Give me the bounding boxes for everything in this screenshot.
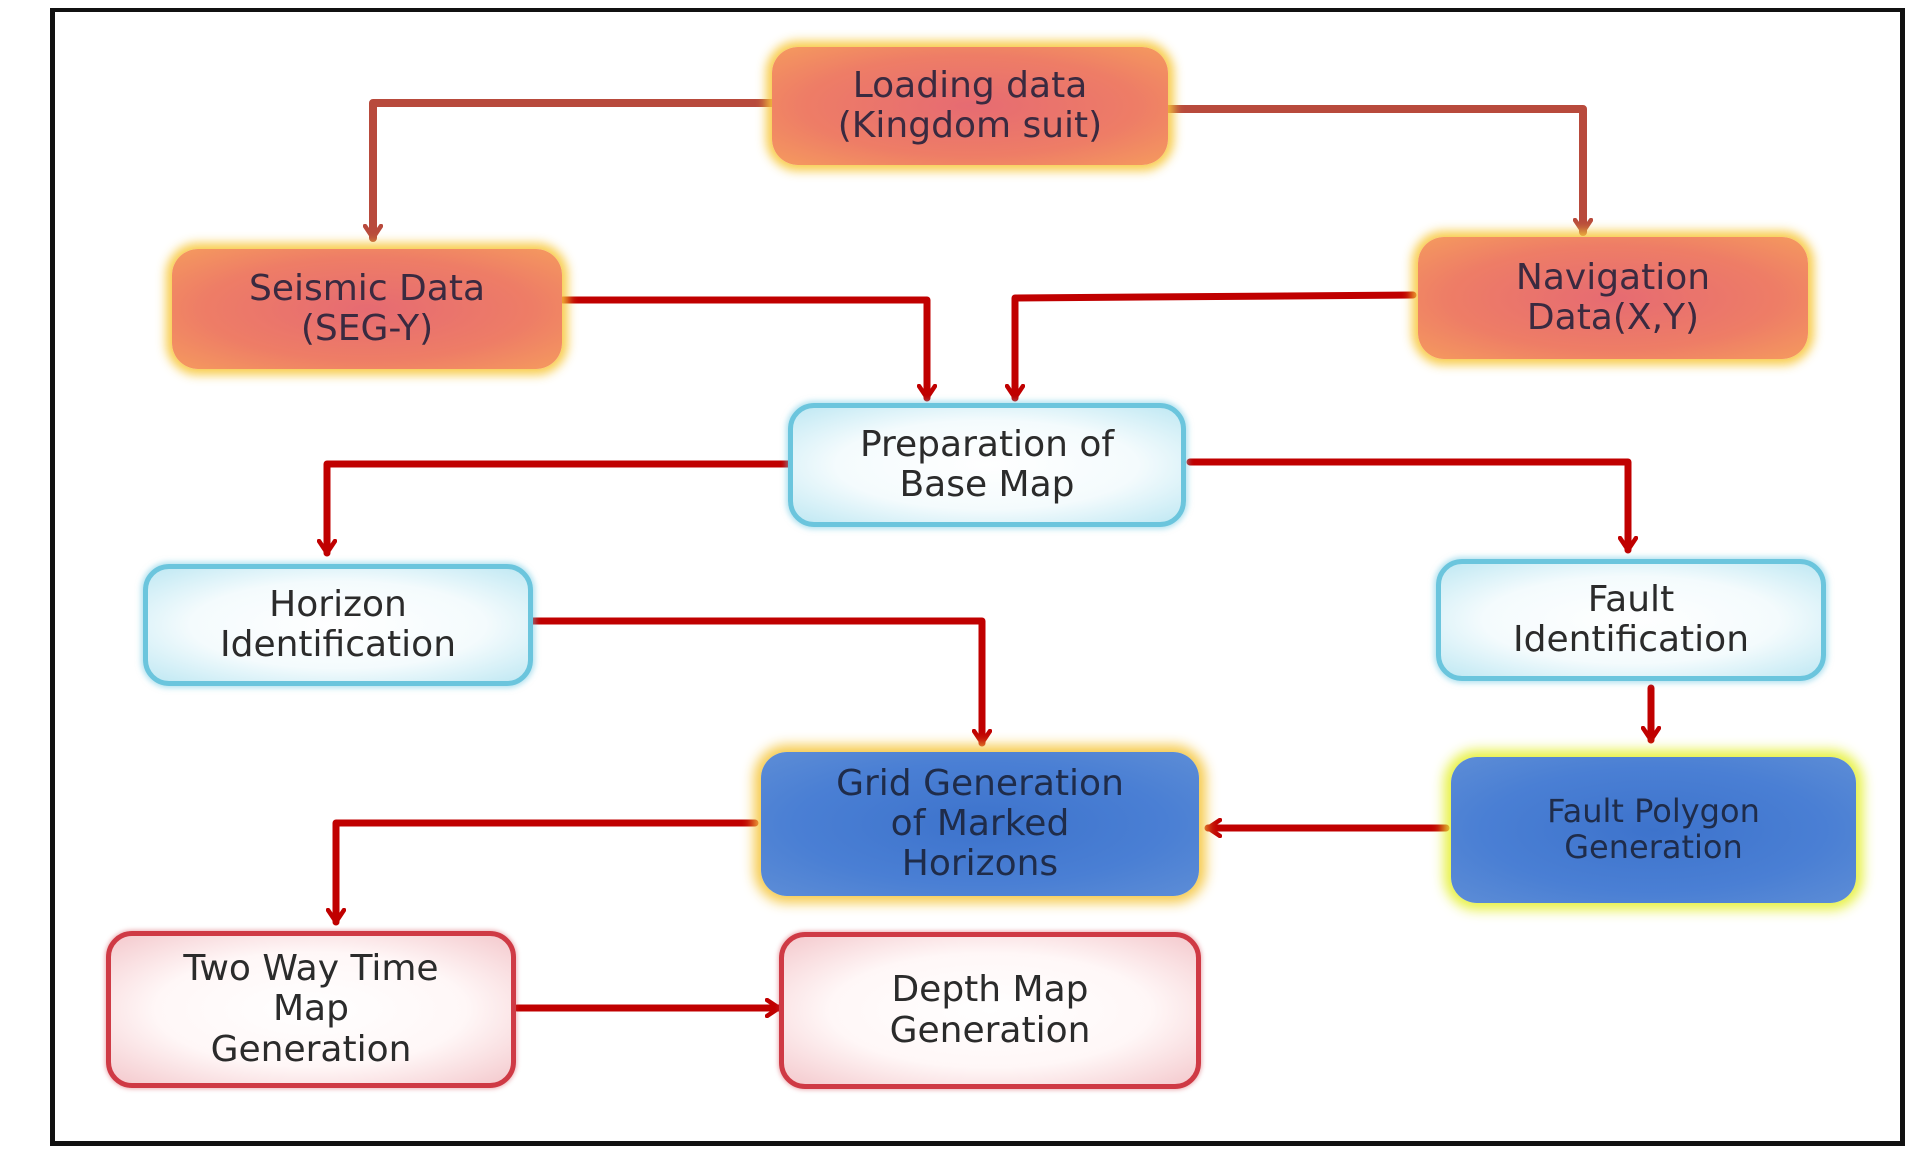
node-navigation-data-label: Navigation Data(X,Y)	[1515, 256, 1711, 338]
node-fault-polygon-generation: Fault Polygon Generation	[1451, 757, 1856, 903]
node-grid-generation-label: Grid Generation of Marked Horizons	[836, 762, 1124, 885]
node-navigation-data: Navigation Data(X,Y)	[1418, 237, 1808, 359]
node-horizon-identification: Horizon Identification	[143, 564, 533, 686]
node-fault-identification: Fault Identification	[1436, 559, 1826, 681]
node-depth-map: Depth Map Generation	[779, 932, 1201, 1089]
node-horizon-identification-label: Horizon Identification	[219, 583, 457, 665]
arrow-loading-to-seismic	[373, 99, 776, 242]
arrow-grid-to-twt	[336, 819, 759, 926]
node-seismic-data: Seismic Data (SEG-Y)	[172, 249, 562, 369]
arrow-loading-to-navigation	[1164, 105, 1583, 236]
node-loading-data-label: Loading data (Kingdom suit)	[837, 64, 1103, 146]
arrow-basemap-to-horizon	[327, 460, 792, 557]
arrow-navigation-to-basemap	[1015, 291, 1417, 402]
node-depth-map-label: Depth Map Generation	[889, 969, 1091, 1051]
node-loading-data: Loading data (Kingdom suit)	[772, 47, 1168, 165]
node-grid-generation: Grid Generation of Marked Horizons	[761, 752, 1199, 896]
arrow-seismic-to-basemap	[559, 296, 927, 402]
node-fault-polygon-generation-label: Fault Polygon Generation	[1547, 792, 1760, 866]
arrow-basemap-to-fault	[1186, 458, 1628, 554]
node-fault-identification-label: Fault Identification	[1512, 578, 1750, 660]
node-two-way-time-map: Two Way Time Map Generation	[106, 931, 516, 1088]
node-seismic-data-label: Seismic Data (SEG-Y)	[248, 267, 486, 349]
node-two-way-time-map-label: Two Way Time Map Generation	[183, 948, 439, 1070]
node-base-map-label: Preparation of Base Map	[859, 423, 1115, 505]
arrow-horizon-to-grid	[529, 617, 982, 747]
node-base-map: Preparation of Base Map	[788, 403, 1186, 527]
